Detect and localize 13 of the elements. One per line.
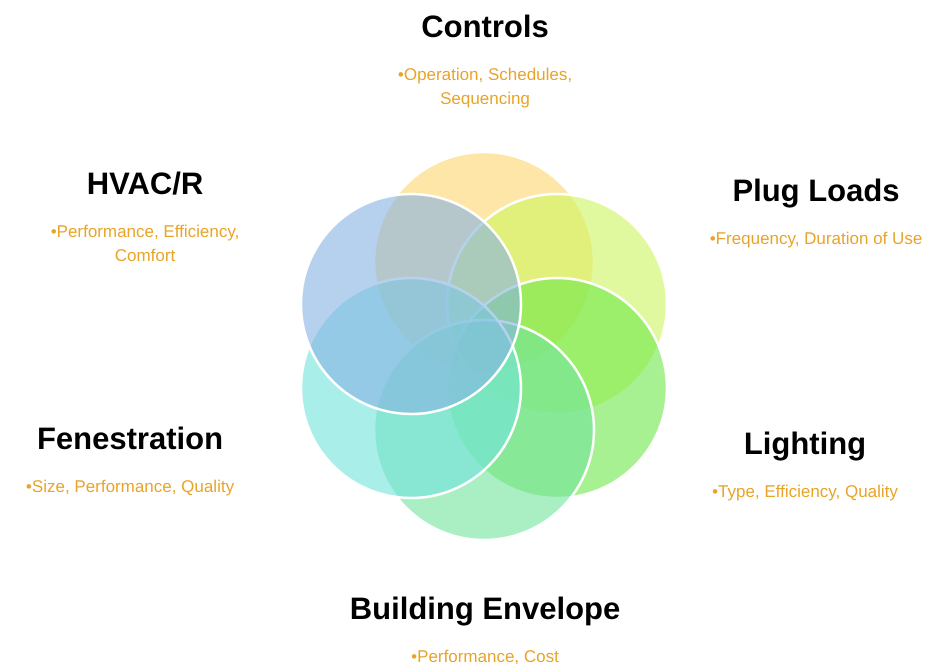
category-heading: Fenestration: [36, 420, 224, 458]
category-heading: Plug Loads: [732, 172, 900, 210]
category-heading: Lighting: [744, 425, 866, 462]
bullet-text: •Type, Efficiency, Quality: [712, 481, 898, 504]
venn-circle: [300, 192, 522, 416]
bullet-text: •Performance, Cost: [411, 646, 559, 668]
bullet-text: •Operation, Schedules, Sequencing: [396, 64, 574, 110]
bullet-text: •Size, Performance, Quality: [26, 476, 234, 498]
category-heading: HVAC/R: [86, 165, 204, 202]
bullet-text: •Performance, Efficiency, Comfort: [50, 221, 240, 268]
category-heading: Controls: [421, 8, 549, 46]
bullet-text: •Frequency, Duration of Use: [710, 228, 922, 250]
category-heading: Building Envelope: [350, 590, 620, 628]
